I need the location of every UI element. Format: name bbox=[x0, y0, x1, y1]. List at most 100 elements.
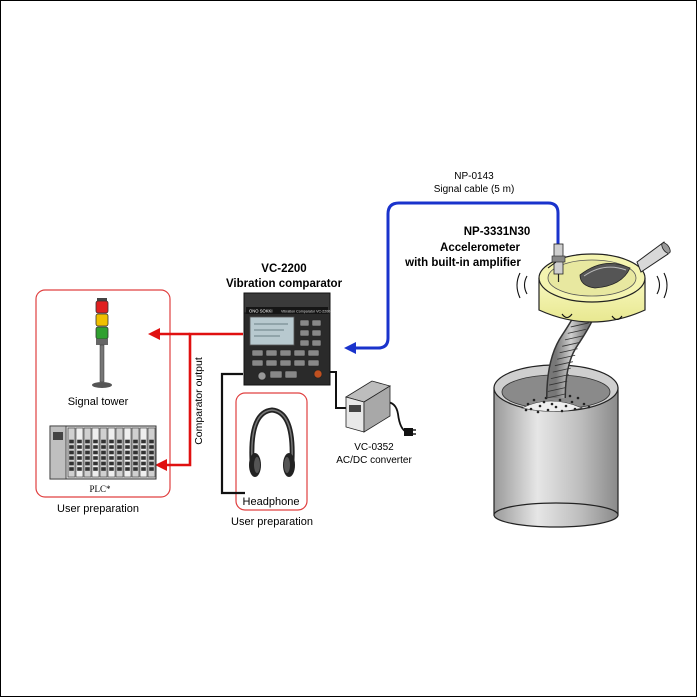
plc-terminal bbox=[133, 456, 138, 460]
device-panel-title: Vibration Comparator VC-2200 bbox=[281, 310, 330, 314]
plc-terminal bbox=[133, 461, 138, 466]
device-key bbox=[251, 359, 264, 367]
granule bbox=[564, 404, 568, 408]
device-key bbox=[307, 349, 320, 357]
plc-terminal bbox=[125, 461, 130, 466]
arrowhead-to-plc bbox=[155, 459, 167, 471]
granule bbox=[568, 394, 572, 398]
granule bbox=[546, 408, 550, 412]
plc-terminal bbox=[77, 456, 82, 460]
tube-ring bbox=[554, 361, 573, 367]
plc-terminal bbox=[69, 467, 74, 471]
plc-terminal bbox=[93, 439, 98, 444]
signal-tower-icon bbox=[92, 298, 112, 388]
sensor-line1-label: Accelerometer bbox=[440, 242, 520, 254]
plc-terminal bbox=[109, 445, 114, 449]
cable-model-label: NP-0143 bbox=[454, 171, 494, 182]
plc-terminal bbox=[141, 467, 146, 471]
plc-terminal bbox=[109, 456, 114, 460]
sensor-line2-label: with built-in amplifier bbox=[404, 257, 521, 269]
device-side-button bbox=[311, 339, 322, 347]
headphone-label: Headphone bbox=[243, 496, 300, 508]
tube-ring bbox=[562, 341, 581, 347]
plc-terminal bbox=[109, 439, 114, 444]
headphone-cable bbox=[220, 372, 245, 495]
converter-cable bbox=[330, 371, 354, 409]
tube-ring bbox=[564, 335, 584, 341]
tube-ring bbox=[546, 393, 566, 399]
device-side-button bbox=[299, 319, 310, 327]
plc-terminal bbox=[101, 445, 106, 449]
granule bbox=[558, 398, 562, 402]
device-key bbox=[269, 370, 283, 379]
plc-terminal bbox=[85, 456, 90, 460]
tube-ring bbox=[557, 354, 576, 360]
plc-terminal bbox=[133, 439, 138, 444]
plc-terminal bbox=[149, 461, 154, 466]
granule bbox=[587, 405, 591, 409]
plc-terminal bbox=[149, 467, 154, 471]
vibration-comparator-icon: ONO SOKKI Vibration Comparator VC-2200 bbox=[243, 292, 331, 386]
plc-terminal bbox=[141, 439, 146, 444]
plc-terminal bbox=[133, 450, 138, 455]
plc-terminal bbox=[77, 467, 82, 471]
plc-terminal bbox=[125, 450, 130, 455]
granule bbox=[526, 402, 530, 406]
plc-terminal bbox=[77, 450, 82, 455]
granule bbox=[560, 409, 564, 413]
signal-cable-arrowhead bbox=[344, 342, 356, 354]
converter-model-label: VC-0352 bbox=[354, 442, 394, 453]
tube-ring bbox=[550, 374, 569, 380]
plc-terminal bbox=[125, 439, 130, 444]
tube-ring bbox=[547, 387, 566, 392]
device-side-button bbox=[299, 329, 310, 337]
plc-terminal bbox=[109, 467, 114, 471]
arrowhead-to-tower bbox=[148, 328, 160, 340]
signal-tower-label: Signal tower bbox=[68, 396, 129, 408]
plc-terminal bbox=[69, 456, 74, 460]
plc-terminal bbox=[117, 456, 122, 460]
cable-desc-label: Signal cable (5 m) bbox=[434, 184, 515, 195]
plc-terminal bbox=[125, 467, 130, 471]
converter-desc-label: AC/DC converter bbox=[336, 455, 412, 466]
tube-ring bbox=[549, 380, 568, 386]
plc-terminal bbox=[125, 456, 130, 460]
granule bbox=[573, 407, 577, 411]
headphone-icon bbox=[249, 407, 295, 477]
plc-terminal bbox=[141, 445, 146, 449]
device-side-button bbox=[311, 319, 322, 327]
tube-ring bbox=[559, 348, 578, 354]
ac-dc-converter-icon bbox=[345, 380, 391, 433]
headphone-group-box bbox=[235, 392, 308, 511]
plc-terminal bbox=[85, 461, 90, 466]
plc-terminal bbox=[77, 445, 82, 449]
plc-terminal bbox=[85, 450, 90, 455]
plc-terminal bbox=[69, 461, 74, 466]
plc-terminal bbox=[117, 445, 122, 449]
device-key bbox=[307, 359, 320, 367]
plc-terminal bbox=[117, 450, 122, 455]
plc-terminal bbox=[117, 439, 122, 444]
plc-terminal bbox=[85, 467, 90, 471]
device-key bbox=[284, 370, 298, 379]
plc-terminal bbox=[101, 439, 106, 444]
plc-terminal bbox=[133, 467, 138, 471]
granule bbox=[524, 408, 528, 412]
plc-terminal bbox=[133, 445, 138, 449]
device-key bbox=[265, 349, 278, 357]
user-prep-group-left bbox=[35, 289, 171, 498]
granule bbox=[542, 400, 546, 404]
device-key bbox=[279, 359, 292, 367]
plc-terminal bbox=[149, 450, 154, 455]
plc-terminal bbox=[117, 461, 122, 466]
plc-label: PLC* bbox=[89, 484, 111, 494]
plc-terminal bbox=[101, 456, 106, 460]
plc-terminal bbox=[69, 450, 74, 455]
granule bbox=[538, 404, 542, 408]
plc-terminal bbox=[101, 450, 106, 455]
plc-terminal bbox=[125, 445, 130, 449]
plc-icon bbox=[49, 425, 157, 480]
plc-terminal bbox=[93, 467, 98, 471]
plug-icon bbox=[404, 428, 416, 436]
